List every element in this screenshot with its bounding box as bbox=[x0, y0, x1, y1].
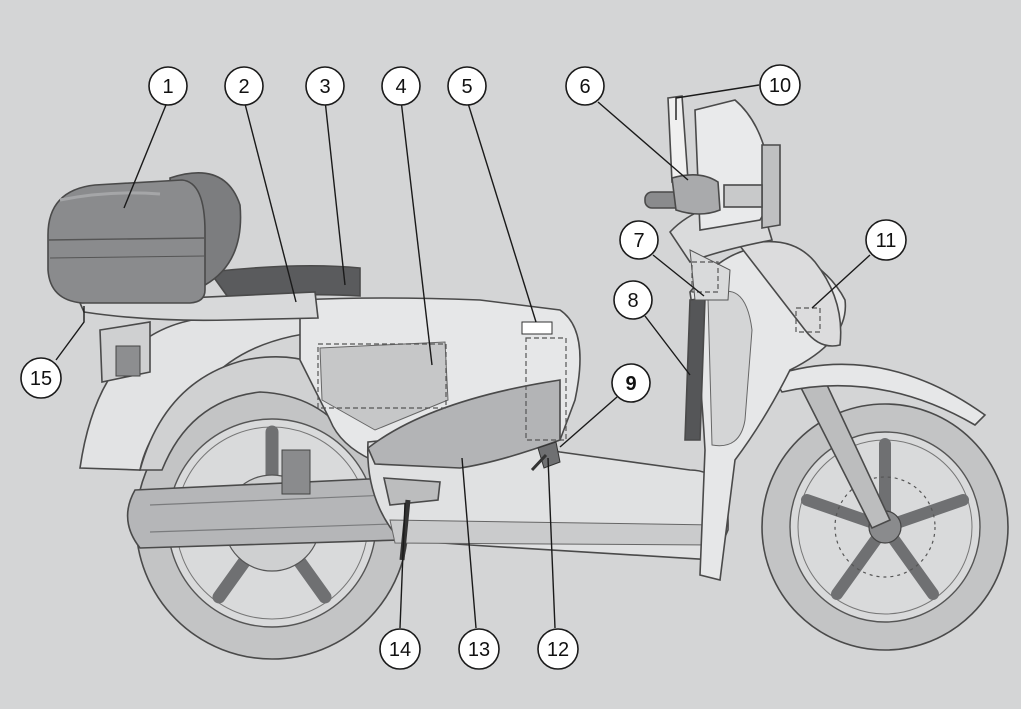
svg-text:2: 2 bbox=[238, 76, 249, 98]
svg-text:10: 10 bbox=[769, 75, 791, 97]
svg-text:9: 9 bbox=[625, 373, 636, 395]
callout-5: 5 bbox=[447, 66, 487, 106]
callout-12: 12 bbox=[537, 628, 579, 670]
callout-9: 9 bbox=[611, 363, 651, 403]
scooter-illustration bbox=[47, 95, 1009, 660]
callouts: 1 2 3 4 5 6 7 8 bbox=[20, 64, 907, 670]
callout-10: 10 bbox=[759, 64, 801, 106]
svg-text:3: 3 bbox=[319, 76, 330, 98]
callout-11: 11 bbox=[865, 219, 907, 261]
callout-1: 1 bbox=[148, 66, 188, 106]
callout-6: 6 bbox=[565, 66, 605, 106]
svg-text:12: 12 bbox=[547, 639, 569, 661]
callout-14: 14 bbox=[379, 628, 421, 670]
svg-text:5: 5 bbox=[461, 76, 472, 98]
svg-text:6: 6 bbox=[579, 76, 590, 98]
callout-4: 4 bbox=[381, 66, 421, 106]
muffler bbox=[126, 477, 401, 549]
svg-text:8: 8 bbox=[627, 290, 638, 312]
front-wheel bbox=[761, 403, 1009, 651]
leader-lines bbox=[55, 84, 871, 629]
callout-3: 3 bbox=[305, 66, 345, 106]
svg-text:14: 14 bbox=[389, 639, 411, 661]
svg-text:4: 4 bbox=[395, 76, 406, 98]
svg-text:13: 13 bbox=[468, 639, 490, 661]
svg-text:7: 7 bbox=[633, 230, 644, 252]
callout-13: 13 bbox=[458, 628, 500, 670]
top-box bbox=[47, 172, 242, 304]
svg-text:1: 1 bbox=[162, 76, 173, 98]
callout-8: 8 bbox=[613, 280, 653, 320]
callout-15: 15 bbox=[20, 357, 62, 399]
callout-2: 2 bbox=[224, 66, 264, 106]
svg-text:15: 15 bbox=[30, 368, 52, 390]
svg-text:11: 11 bbox=[876, 230, 897, 252]
callout-7: 7 bbox=[619, 220, 659, 260]
